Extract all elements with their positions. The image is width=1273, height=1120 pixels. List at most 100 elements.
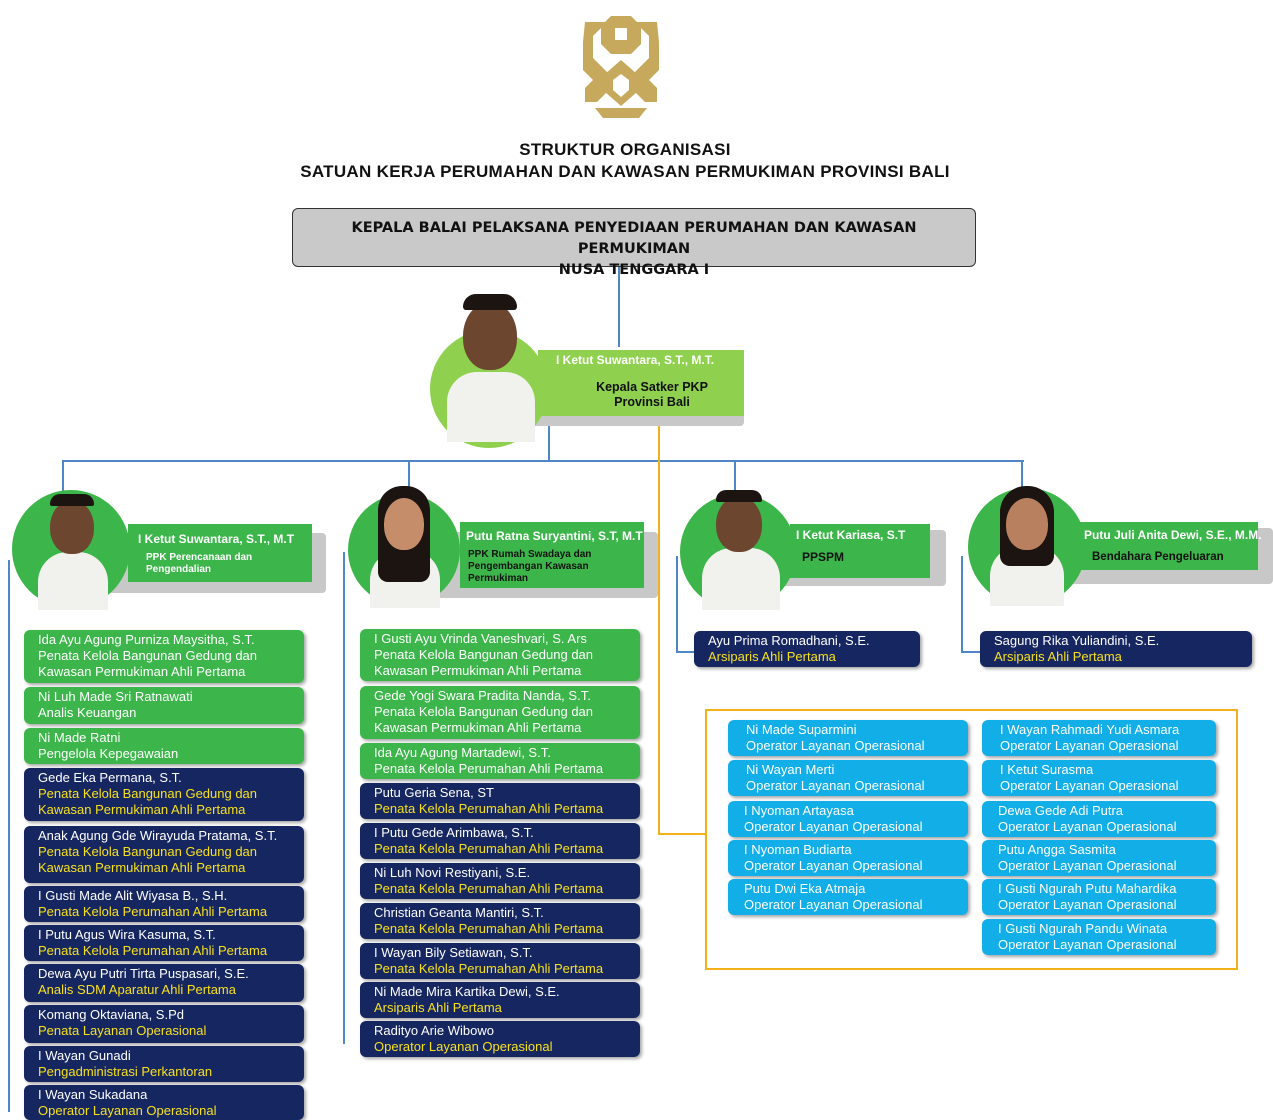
lead-photo <box>36 490 110 610</box>
staff-card: Gede Eka Permana, S.T. Penata Kelola Ban… <box>24 768 304 821</box>
lead-4-role-line1: Bendahara Pengeluaran <box>1092 551 1224 563</box>
spine <box>8 560 10 1112</box>
staff-role: Operator Layanan Operasional <box>998 819 1177 834</box>
lead-photo <box>700 488 782 610</box>
staff-card: Sagung Rika Yuliandini, S.E. Arsiparis A… <box>980 631 1252 667</box>
staff-role: Operator Layanan Operasional <box>744 858 923 873</box>
staff-name: Sagung Rika Yuliandini, S.E. <box>994 633 1160 648</box>
staff-name: Ni Made Suparmini <box>746 722 857 737</box>
staff-role: Kawasan Permukiman Ahli Pertama <box>38 802 246 817</box>
spine <box>343 552 345 1044</box>
staff-card: Dewa Ayu Putri Tirta Puspasari, S.E. Ana… <box>24 964 304 1002</box>
staff-name: I Gusti Ngurah Pandu Winata <box>998 921 1168 936</box>
lead-3-role: PPSPM <box>802 551 844 563</box>
staff-name: Ni Luh Made Sri Ratnawati <box>38 689 193 704</box>
lead-1-role-line1: PPK Perencanaan dan <box>146 552 253 563</box>
staff-role: Operator Layanan Operasional <box>38 1103 217 1118</box>
connector <box>618 267 620 347</box>
staff-role: Operator Layanan Operasional <box>998 858 1177 873</box>
lead-2-role-line2: Pengembangan Kawasan <box>468 561 589 572</box>
staff-role: Penata Kelola Perumahan Ahli Pertama <box>38 943 268 958</box>
staff-name: Dewa Ayu Putri Tirta Puspasari, S.E. <box>38 966 249 981</box>
staff-card: I Gusti Ayu Vrinda Vaneshvari, S. Ars Pe… <box>360 629 640 681</box>
chief-bar <box>538 350 744 416</box>
staff-role: Kawasan Permukiman Ahli Pertama <box>38 860 246 875</box>
staff-name: Putu Geria Sena, ST <box>374 785 494 800</box>
operators-group <box>705 709 1238 970</box>
operator-card: Putu Angga Sasmita Operator Layanan Oper… <box>982 840 1216 876</box>
head-line2: NUSA TENGGARA I <box>558 262 710 278</box>
staff-name: Putu Angga Sasmita <box>998 842 1116 857</box>
staff-card: I Putu Gede Arimbawa, S.T. Penata Kelola… <box>360 823 640 859</box>
staff-name: I Wayan Bily Setiawan, S.T. <box>374 945 533 960</box>
lead-bar <box>460 522 644 588</box>
connector <box>548 420 550 462</box>
connector <box>961 651 981 653</box>
staff-role: Operator Layanan Operasional <box>744 819 923 834</box>
staff-card: I Wayan Gunadi Pengadministrasi Perkanto… <box>24 1046 304 1082</box>
operator-card: I Gusti Ngurah Pandu Winata Operator Lay… <box>982 919 1216 955</box>
head-line1: KEPALA BALAI PELAKSANA PENYEDIAAN PERUMA… <box>351 220 917 257</box>
staff-name: Gede Eka Permana, S.T. <box>38 770 182 785</box>
connector <box>62 460 64 500</box>
staff-role: Operator Layanan Operasional <box>744 897 923 912</box>
lead-bar <box>128 524 312 582</box>
lead-2-role: PPK Rumah Swadaya dan Pengembangan Kawas… <box>468 549 591 585</box>
staff-name: I Nyoman Artayasa <box>744 803 854 818</box>
lead-2-role-line1: PPK Rumah Swadaya dan <box>468 549 592 560</box>
staff-name: Anak Agung Gde Wirayuda Pratama, S.T. <box>38 828 278 843</box>
staff-card: I Wayan Sukadana Operator Layanan Operas… <box>24 1085 304 1120</box>
staff-name: Ni Made Mira Kartika Dewi, S.E. <box>374 984 560 999</box>
staff-name: Ida Ayu Agung Martadewi, S.T. <box>374 745 551 760</box>
chief-role: Kepala Satker PKP Provinsi Bali <box>560 380 744 410</box>
operator-card: I Ketut Surasma Operator Layanan Operasi… <box>982 760 1216 796</box>
staff-name: I Nyoman Budiarta <box>744 842 852 857</box>
lead-4-name: Putu Juli Anita Dewi, S.E., M.M. <box>1084 528 1262 542</box>
chief-photo <box>443 286 539 442</box>
staff-card: Ida Ayu Agung Martadewi, S.T. Penata Kel… <box>360 743 640 779</box>
connector <box>62 460 1024 462</box>
staff-role: Operator Layanan Operasional <box>1000 738 1179 753</box>
staff-role: Penata Layanan Operasional <box>38 1023 207 1038</box>
staff-card: Radityo Arie Wibowo Operator Layanan Ope… <box>360 1021 640 1057</box>
staff-card: Christian Geanta Mantiri, S.T. Penata Ke… <box>360 903 640 939</box>
staff-name: Ni Luh Novi Restiyani, S.E. <box>374 865 531 880</box>
staff-role: Pengadministrasi Perkantoran <box>38 1064 213 1079</box>
staff-name: I Wayan Sukadana <box>38 1087 148 1102</box>
staff-role: Operator Layanan Operasional <box>374 1039 553 1054</box>
staff-card: Ni Made Mira Kartika Dewi, S.E. Arsipari… <box>360 982 640 1018</box>
staff-role: Arsiparis Ahli Pertama <box>374 1000 502 1015</box>
staff-role: Penata Kelola Bangunan Gedung dan <box>38 844 258 859</box>
staff-card: Ni Made Ratni Pengelola Kepegawaian <box>24 728 304 764</box>
logo-emblem <box>583 16 659 118</box>
staff-role: Penata Kelola Perumahan Ahli Pertama <box>38 904 268 919</box>
staff-name: I Gusti Ayu Vrinda Vaneshvari, S. Ars <box>374 631 587 646</box>
chief-role-line1: Kepala Satker PKP <box>596 380 708 394</box>
staff-card: Ni Luh Novi Restiyani, S.E. Penata Kelol… <box>360 863 640 899</box>
staff-card: Putu Geria Sena, ST Penata Kelola Peruma… <box>360 783 640 819</box>
staff-card: Komang Oktaviana, S.Pd Penata Layanan Op… <box>24 1005 304 1043</box>
staff-name: Gede Yogi Swara Pradita Nanda, S.T. <box>374 688 591 703</box>
staff-name: Ida Ayu Agung Purniza Maysitha, S.T. <box>38 632 255 647</box>
staff-card: Ida Ayu Agung Purniza Maysitha, S.T. Pen… <box>24 630 304 683</box>
operator-card: Ni Wayan Merti Operator Layanan Operasio… <box>728 760 968 796</box>
page-subtitle: SATUAN KERJA PERUMAHAN DAN KAWASAN PERMU… <box>300 162 950 181</box>
lead-bar <box>1078 522 1258 570</box>
staff-role: Operator Layanan Operasional <box>746 738 925 753</box>
staff-name: Radityo Arie Wibowo <box>374 1023 494 1038</box>
operator-card: Ni Made Suparmini Operator Layanan Opera… <box>728 720 968 756</box>
connector <box>408 460 410 490</box>
lead-1-role-line2: Pengendalian <box>146 564 212 575</box>
connector <box>676 651 696 653</box>
head-box: KEPALA BALAI PELAKSANA PENYEDIAAN PERUMA… <box>292 208 976 278</box>
spine <box>676 556 678 652</box>
staff-role: Penata Kelola Perumahan Ahli Pertama <box>374 841 604 856</box>
staff-name: Ni Made Ratni <box>38 730 121 745</box>
staff-name: Dewa Gede Adi Putra <box>998 803 1124 818</box>
operator-card: Dewa Gede Adi Putra Operator Layanan Ope… <box>982 801 1216 837</box>
lead-2-name: Putu Ratna Suryantini, S.T, M.T <box>466 529 643 543</box>
staff-name: Christian Geanta Mantiri, S.T. <box>374 905 544 920</box>
lead-4-role: Bendahara Pengeluaran <box>1092 551 1224 563</box>
lead-photo <box>368 484 442 608</box>
staff-card: I Gusti Made Alit Wiyasa B., S.H. Penata… <box>24 886 304 922</box>
